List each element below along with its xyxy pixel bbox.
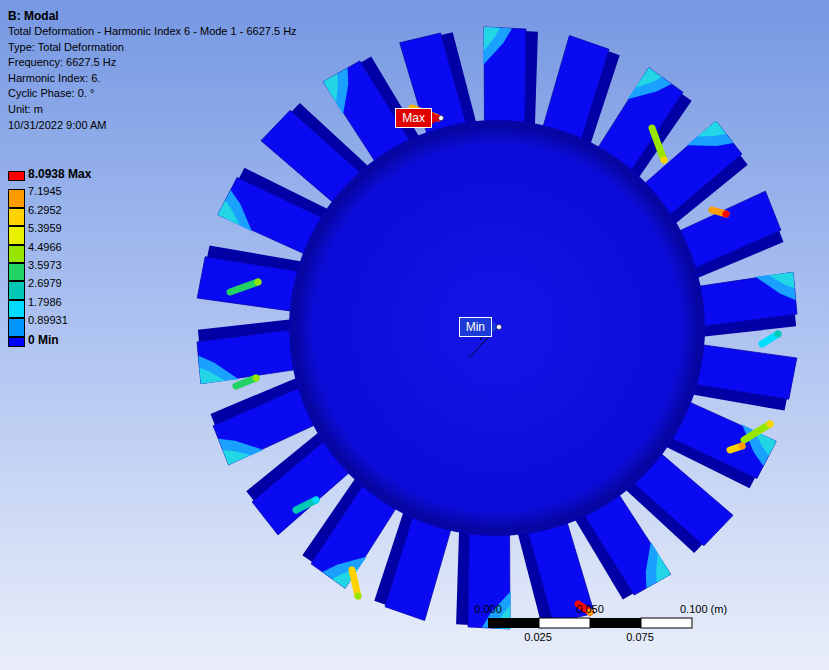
- legend-swatch: [8, 171, 25, 181]
- pin-tip: [775, 331, 782, 338]
- scale-segment: [590, 618, 641, 628]
- legend-value: 0.89931: [28, 314, 68, 326]
- deformation-patch: [628, 68, 672, 100]
- result-info: Cyclic Phase: 0. °: [8, 87, 94, 99]
- pin-tip: [767, 421, 774, 428]
- legend-swatch: [8, 281, 25, 299]
- legend-value: 0 Min: [28, 333, 59, 347]
- result-title: B: Modal: [8, 9, 59, 23]
- result-info: 10/31/2022 9:00 AM: [8, 119, 106, 131]
- pin-body: [230, 282, 258, 292]
- legend-swatch: [8, 300, 25, 318]
- deformation-patch: [755, 272, 795, 300]
- result-info: Unit: m: [8, 103, 43, 115]
- legend-swatch: [8, 337, 25, 347]
- deformation-patch: [656, 554, 671, 582]
- deformation-patch: [483, 27, 512, 65]
- deformation-patch: [769, 272, 794, 288]
- pin-body: [352, 570, 358, 596]
- result-info: Total Deformation - Harmonic Index 6 - M…: [8, 25, 297, 37]
- deformation-patch: [223, 450, 251, 465]
- pin-tip: [723, 211, 730, 218]
- deformation-patch: [199, 368, 224, 384]
- legend-value: 1.7986: [28, 296, 62, 308]
- legend-value: 2.6979: [28, 277, 62, 289]
- legend-value: 8.0938 Max: [28, 167, 91, 181]
- legend-swatch: [8, 189, 25, 207]
- result-info: Harmonic Index: 6.: [8, 72, 100, 84]
- legend-value: 3.5973: [28, 259, 62, 271]
- deformation-patch: [218, 439, 263, 465]
- legend-value: 4.4966: [28, 241, 62, 253]
- scale-bar: [488, 618, 692, 628]
- pin-tip: [661, 157, 668, 164]
- legend-swatch: [8, 245, 25, 263]
- legend-swatch: [8, 318, 25, 336]
- scale-segment: [539, 618, 590, 628]
- result-info: Frequency: 6627.5 Hz: [8, 56, 116, 68]
- scale-label: 0.075: [626, 631, 654, 643]
- deformation-patch: [636, 68, 662, 88]
- scale-label: 0.050: [576, 603, 604, 615]
- legend-swatch: [8, 263, 25, 281]
- deformation-patch: [323, 74, 338, 102]
- deformation-patch: [322, 557, 366, 589]
- tag-text: Max: [402, 111, 425, 125]
- disk-face: [293, 124, 701, 532]
- deformation-patch: [742, 425, 776, 467]
- legend-value: 5.3959: [28, 222, 62, 234]
- pin-body: [652, 128, 664, 160]
- disk-rim: [289, 120, 705, 536]
- pin-tip: [355, 593, 362, 600]
- legend-swatch: [8, 208, 25, 226]
- pin-tip: [253, 375, 260, 382]
- scale-segment: [641, 618, 692, 628]
- deformation-patch: [646, 542, 671, 588]
- pin-tip: [313, 497, 320, 504]
- max-dot: [439, 116, 444, 121]
- deformation-patch: [698, 121, 726, 137]
- scale-label: 0.100 (m): [680, 603, 727, 615]
- legend-swatch: [8, 226, 25, 244]
- scale-label: 0.000: [474, 603, 502, 615]
- min-dot: [497, 325, 502, 330]
- scale-label: 0.025: [524, 631, 552, 643]
- deformation-patch: [484, 27, 500, 51]
- legend-value: 6.2952: [28, 204, 62, 216]
- legend-value: 7.1945: [28, 185, 62, 197]
- pin-tip: [739, 443, 746, 450]
- result-info: Type: Total Deformation: [8, 41, 124, 53]
- tag-text: Min: [466, 320, 485, 334]
- deformation-patch: [687, 121, 734, 146]
- pin-body: [744, 424, 770, 440]
- pin-group: [230, 108, 782, 616]
- deformation-patch: [323, 68, 348, 114]
- scale-segment: [488, 618, 539, 628]
- deformation-patch: [198, 356, 238, 384]
- pin-tip: [255, 279, 262, 286]
- min-tag: Min: [459, 317, 492, 337]
- deformation-patch: [218, 201, 240, 225]
- blade-group: [197, 27, 797, 629]
- deformation-patch: [218, 190, 252, 232]
- max-tag: Max: [395, 108, 432, 128]
